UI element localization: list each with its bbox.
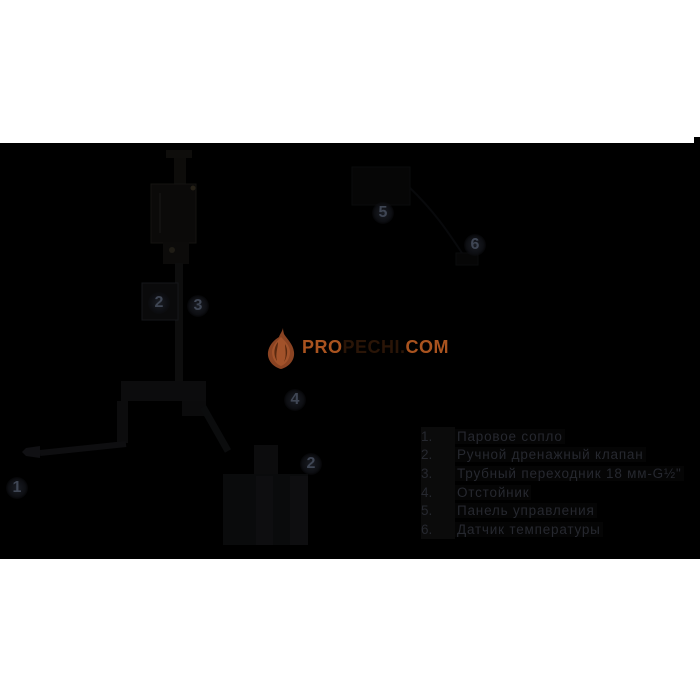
watermark-pro: PRO <box>302 337 343 357</box>
drop-pipe <box>175 263 183 385</box>
legend-row-3: 3.Трубный переходник 18 мм-G½" <box>421 464 684 483</box>
legend-row-6: 6.Датчик температуры <box>421 519 684 539</box>
diagram-label-5: 5 <box>372 202 394 224</box>
left-drop-pipe <box>117 401 128 443</box>
legend-item-text: Паровое сопло <box>457 428 563 444</box>
diagram-label-3: 3 <box>187 295 209 317</box>
watermark-dot: . <box>400 337 406 357</box>
legend-item-number: 3. <box>421 464 455 483</box>
flame-icon <box>267 328 295 369</box>
sump-neck <box>254 445 278 476</box>
watermark: PROPECHI.COM <box>266 328 449 370</box>
steam-line <box>39 441 127 456</box>
legend-row-2: 2.Ручной дренажный клапан <box>421 445 684 465</box>
legend-row-5: 5.Панель управления <box>421 501 684 520</box>
sump-pipe-left <box>256 476 273 545</box>
sump-pipe-right <box>290 476 308 545</box>
legend-item-number: 5. <box>421 501 455 520</box>
control-panel <box>351 166 411 206</box>
manifold-block <box>182 401 206 416</box>
legend-item-number: 6. <box>421 519 455 539</box>
watermark-text: PROPECHI.COM <box>302 337 449 358</box>
legend-item-text: Ручной дренажный клапан <box>457 447 644 463</box>
manifold <box>121 381 206 401</box>
legend-item-text: Трубный переходник 18 мм-G½" <box>457 465 682 481</box>
corner-artifact <box>694 137 700 143</box>
generator-outlet <box>163 242 189 264</box>
legend-row-1: 1.Паровое сопло <box>421 427 684 446</box>
legend-row-4: 4.Отстойник <box>421 482 684 502</box>
diagram-label-6: 6 <box>464 234 486 256</box>
diagram-label-2: 2 <box>148 292 170 314</box>
legend-item-number: 4. <box>421 482 455 502</box>
generator-indicator <box>190 185 196 191</box>
sensor-cable <box>409 187 463 254</box>
legend-item-number: 1. <box>421 427 455 446</box>
diagram-label-4: 4 <box>284 389 306 411</box>
watermark-pechi: PECHI <box>342 337 401 357</box>
generator-body <box>150 183 197 244</box>
diagram-label-2: 2 <box>300 453 322 475</box>
chimney-cap <box>166 150 192 158</box>
legend-item-text: Датчик температуры <box>457 521 601 537</box>
legend-item-text: Отстойник <box>457 484 530 500</box>
schematic-drawing <box>22 150 479 545</box>
diagram-label-1: 1 <box>6 477 28 499</box>
drain-diagonal <box>199 405 232 453</box>
outlet-dot <box>169 247 175 253</box>
chimney-pipe <box>174 158 186 185</box>
legend-item-text: Панель управления <box>457 503 595 519</box>
watermark-com: COM <box>405 337 450 357</box>
legend-item-number: 2. <box>421 445 455 465</box>
steam-nozzle <box>22 446 40 458</box>
